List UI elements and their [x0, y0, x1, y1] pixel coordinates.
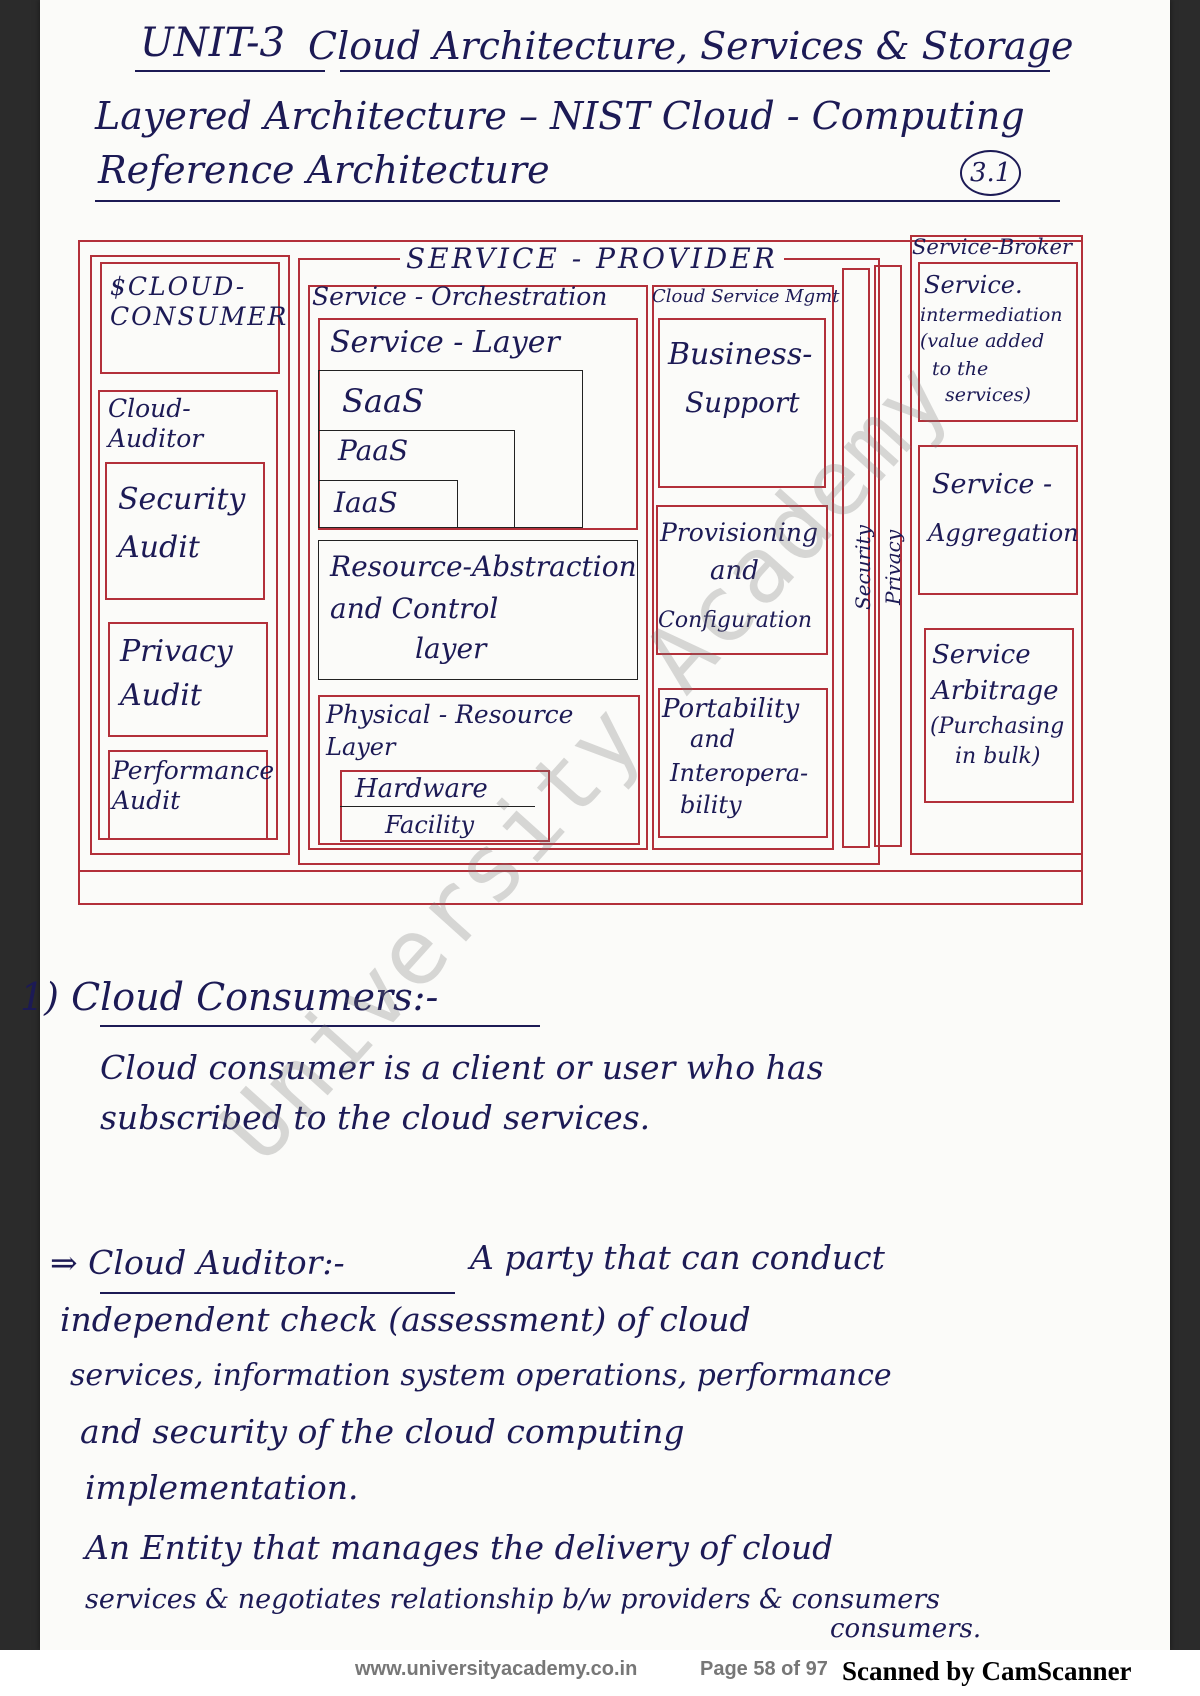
cloud-consumer-label: $CLOUD-CONSUMER [110, 272, 289, 331]
diagram-bottom-band [78, 870, 1083, 872]
privacy-bar [874, 265, 902, 847]
service-arbitrage-box [924, 628, 1074, 803]
subtitle-underline [95, 200, 1060, 202]
performance-audit-box [108, 750, 268, 840]
security-label: Security [851, 525, 875, 610]
unit-underline [135, 70, 325, 72]
performance-audit-label: Performance Audit [112, 756, 275, 815]
page-footer: www.universityacademy.co.in Page 58 of 9… [0, 1650, 1200, 1696]
portability-label-3: Interopera- [670, 759, 809, 787]
unit-title: Cloud Architecture, Services & Storage [308, 24, 1074, 68]
auditor-line-2: independent check (assessment) of cloud [60, 1300, 751, 1339]
service-aggregation-box [918, 445, 1078, 595]
physical-resource-box [318, 695, 640, 845]
notebook-page: UNIT-3 Cloud Architecture, Services & St… [20, 0, 1170, 1650]
resource-abstraction-label-3: layer [415, 632, 487, 665]
consumers-line-1: Cloud consumer is a client or user who h… [100, 1048, 824, 1087]
service-aggregation-label-1: Service - [932, 469, 1053, 500]
cloud-auditor-label: Cloud-Auditor [108, 394, 204, 453]
auditor-line-5: implementation. [85, 1468, 359, 1507]
service-intermediation-label-4: to the [932, 358, 989, 380]
auditor-heading: ⇒ Cloud Auditor:- [50, 1243, 345, 1282]
auditor-heading-underline [100, 1292, 455, 1294]
portability-label-4: bility [680, 791, 742, 819]
consumer-column [90, 255, 290, 855]
physical-resource-label-1: Physical - Resource [326, 700, 574, 729]
broker-line-3: consumers. [830, 1614, 982, 1644]
section-number: 3.1 [960, 150, 1022, 196]
service-layer-box [318, 318, 638, 530]
unit-label: UNIT-3 [140, 20, 285, 66]
consumers-heading-underline [100, 1025, 540, 1027]
security-audit-label: Security Audit [118, 482, 246, 565]
service-intermediation-label-1: Service. [924, 271, 1023, 299]
cloud-service-management-label: Cloud Service Mgmt [652, 286, 840, 307]
service-layer-label: Service - Layer [330, 325, 560, 360]
saas-label: SaaS [342, 382, 424, 420]
consumers-heading: 1) Cloud Consumers:- [20, 975, 439, 1019]
portability-label-1: Portability [662, 694, 800, 724]
broker-line-1: An Entity that manages the delivery of c… [85, 1528, 834, 1567]
service-arbitrage-label-2: Arbitrage [932, 676, 1059, 706]
privacy-label: Privacy [881, 529, 905, 605]
auditor-line-3: services, information system operations,… [70, 1358, 892, 1393]
provisioning-label-2: and [710, 556, 759, 586]
service-arbitrage-label-4: in bulk) [955, 744, 1041, 769]
business-support-label-2: Support [685, 386, 800, 419]
iaas-label: IaaS [334, 486, 398, 519]
service-broker-title: Service-Broker [912, 235, 1073, 259]
privacy-audit-label: Privacy Audit [120, 634, 233, 713]
cloud-consumer-box [100, 262, 280, 374]
service-intermediation-label-2: intermediation [920, 304, 1063, 326]
subtitle-line2: Reference Architecture [98, 148, 550, 192]
service-orchestration-label: Service - Orchestration [312, 282, 608, 311]
facility-label: Facility [385, 811, 475, 839]
consumers-line-2: subscribed to the cloud services. [100, 1098, 651, 1137]
service-intermediation-label-5: services) [945, 384, 1031, 406]
footer-page: Page 58 of 97 [700, 1658, 828, 1680]
service-aggregation-label-2: Aggregation [928, 519, 1079, 547]
resource-abstraction-label-1: Resource-Abstraction [330, 550, 637, 583]
resource-abstraction-box [318, 540, 638, 680]
resource-abstraction-label-2: and Control [330, 592, 499, 625]
security-bar [842, 268, 870, 848]
cloud-service-management-box [652, 285, 834, 850]
auditor-line-1: A party that can conduct [470, 1238, 885, 1277]
service-intermediation-label-3: (value added [920, 330, 1045, 352]
service-arbitrage-label-1: Service [932, 640, 1031, 670]
service-intermediation-box [918, 262, 1078, 422]
privacy-audit-box [108, 622, 268, 737]
business-support-label-1: Business- [668, 337, 813, 372]
provisioning-label-1: Provisioning [660, 518, 819, 547]
business-support-box [658, 318, 826, 488]
service-broker-box [910, 235, 1083, 855]
subtitle-line1: Layered Architecture – NIST Cloud - Comp… [95, 94, 1025, 138]
physical-resource-label-2: Layer [326, 733, 396, 761]
paas-label: PaaS [338, 434, 409, 467]
portability-box [658, 688, 828, 838]
footer-site: www.universityacademy.co.in [355, 1658, 638, 1680]
broker-line-2: services & negotiates relationship b/w p… [85, 1584, 941, 1615]
auditor-line-4: and security of the cloud computing [80, 1412, 685, 1451]
service-orchestration-box [308, 285, 648, 850]
service-arbitrage-label-3: (Purchasing [930, 714, 1065, 739]
camscanner-label: Scanned by CamScanner [842, 1656, 1132, 1686]
service-provider-title: SERVICE - PROVIDER [400, 244, 784, 274]
hardware-label: Hardware [355, 774, 488, 804]
title-underline [340, 70, 1050, 72]
portability-label-2: and [690, 725, 736, 753]
security-audit-box [105, 462, 265, 600]
iaas-box [318, 480, 458, 528]
provisioning-box [656, 505, 828, 655]
provisioning-label-3: Configuration [658, 608, 813, 633]
hardware-facility-divider [340, 806, 535, 808]
